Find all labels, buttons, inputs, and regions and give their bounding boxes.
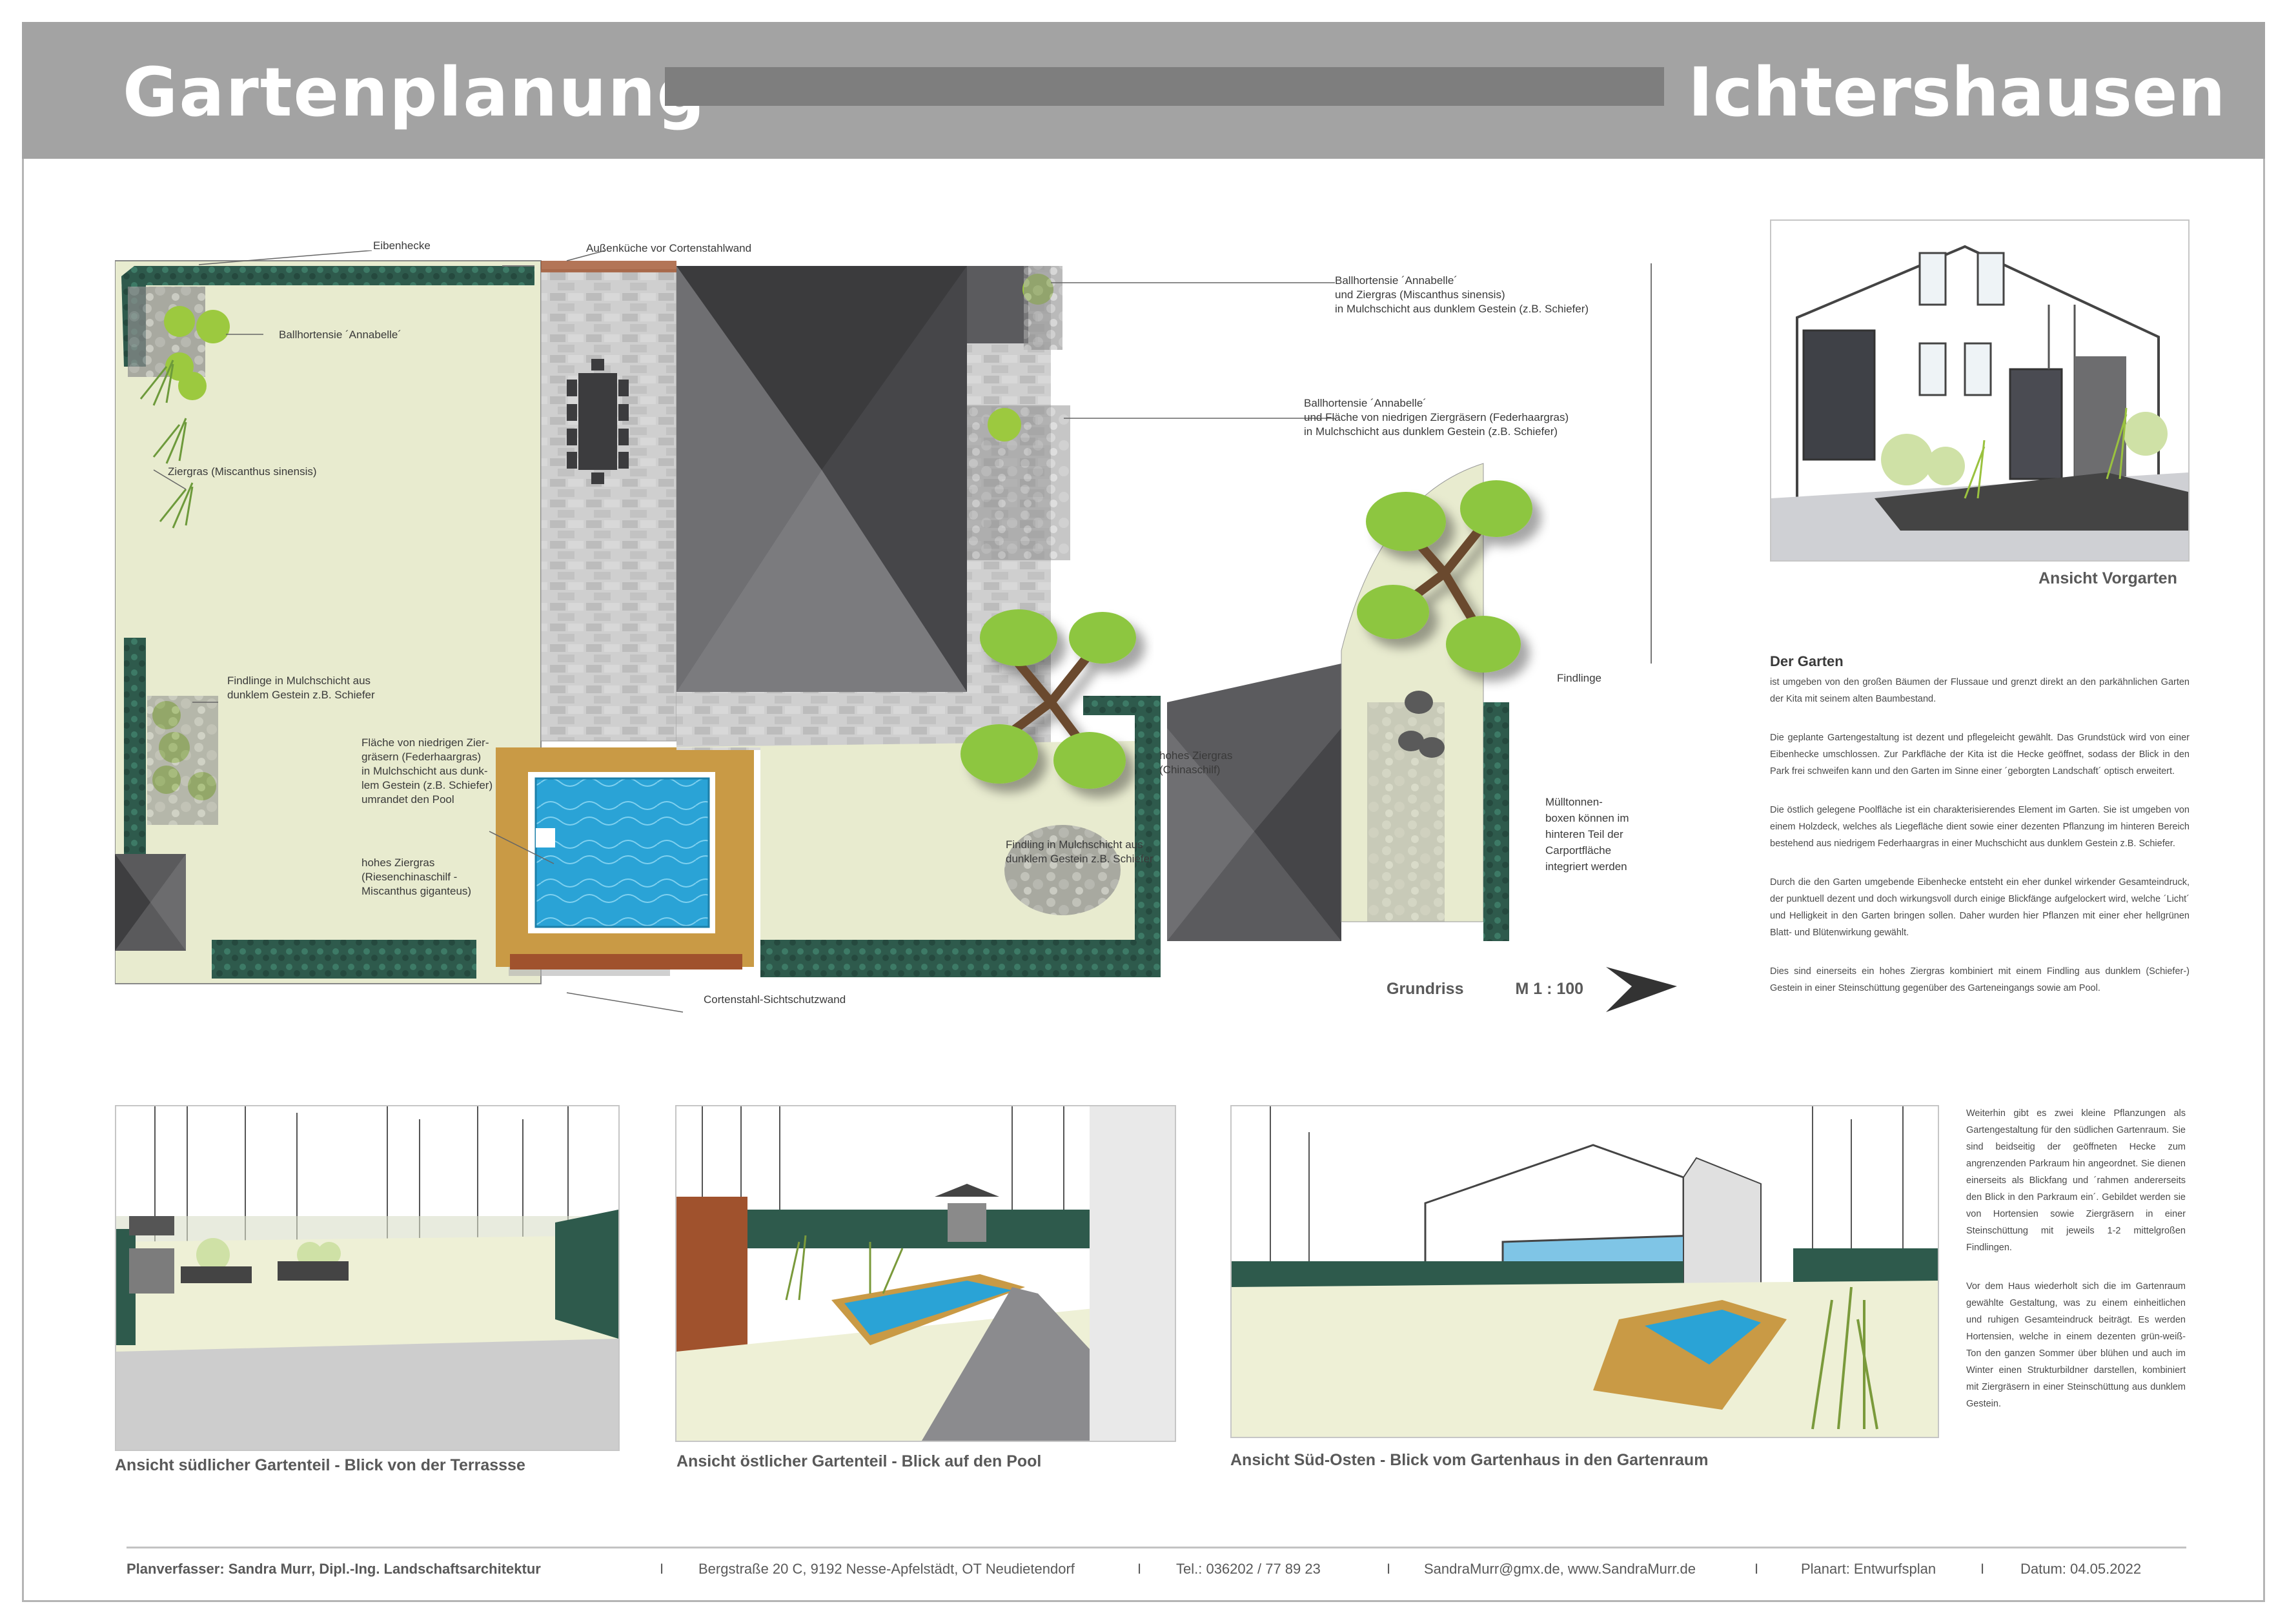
- para-7: Vor dem Haus wiederholt sich die im Gart…: [1966, 1281, 2186, 1409]
- label-flaeche-1: Fläche von niedrigen Zier-gräsern (Feder…: [361, 736, 493, 806]
- footer-sep: I: [1980, 1561, 1985, 1577]
- para-5: Dies sind einerseits ein hohes Ziergras …: [1770, 966, 2190, 993]
- sketch-vorgarten: [1770, 219, 2190, 562]
- sketch-sued: [115, 1105, 620, 1451]
- para-4: Durch die den Garten umgebende Eibenheck…: [1770, 877, 2190, 938]
- text-heading: Der Garten: [1770, 653, 1844, 669]
- label-hohes-ziergras-2: hohes Ziergras(Chinaschilf): [1159, 749, 1233, 776]
- caption-suedost: Ansicht Süd-Osten - Blick vom Gartenhaus…: [1230, 1451, 1709, 1469]
- text-column-2: Weiterhin gibt es zwei kleine Pflanzunge…: [1966, 1105, 2186, 1434]
- caption-vorgarten: Ansicht Vorgarten: [2038, 569, 2177, 587]
- label-eibenhecke: Eibenhecke: [373, 239, 431, 252]
- gartenhaus-roof: [115, 854, 186, 951]
- title-left: Gartenplanung: [123, 53, 706, 132]
- label-cortenstahl: Cortenstahl-Sichtschutzwand: [704, 993, 846, 1006]
- footer-web: SandraMurr@gmx.de, www.SandraMurr.de: [1424, 1561, 1696, 1577]
- caption-sued: Ansicht südlicher Gartenteil - Blick von…: [115, 1456, 525, 1474]
- sketch-suedost: [1230, 1105, 1939, 1438]
- label-ziergras-1: Ziergras (Miscanthus sinensis): [168, 465, 317, 478]
- para-3: Die östlich gelegene Poolfläche ist ein …: [1770, 805, 2190, 849]
- site-plan: [115, 250, 1677, 1013]
- footer-sep: I: [1137, 1561, 1142, 1577]
- text-column-1: ist umgeben von den großen Bäumen der Fl…: [1770, 674, 2190, 1019]
- house-roof: [676, 266, 967, 692]
- footer-plan-type: Planart: Entwurfsplan: [1801, 1561, 1936, 1577]
- footer-divider: [127, 1547, 2186, 1548]
- footer-sep: I: [1754, 1561, 1759, 1577]
- footer-address: Bergstraße 20 C, 9192 Nesse-Apfelstädt, …: [698, 1561, 1075, 1577]
- tree-symbol-2: [1357, 480, 1532, 673]
- label-ballhortensie-r1: Ballhortensie ´Annabelle´und Ziergras (M…: [1335, 274, 1589, 315]
- tree-symbol-1: [961, 609, 1136, 789]
- para-6: Weiterhin gibt es zwei kleine Pflanzunge…: [1966, 1108, 2186, 1253]
- footer-date: Datum: 04.05.2022: [2020, 1561, 2142, 1577]
- para-2: Die geplante Gartengestaltung ist dezent…: [1770, 733, 2190, 776]
- label-aussenkueche: Außenküche vor Cortenstahlwand: [586, 242, 752, 254]
- label-hohes-ziergras-1: hohes Ziergras(Riesenchinaschilf -Miscan…: [361, 857, 472, 897]
- label-ballhortensie-1: Ballhortensie ´Annabelle´: [279, 329, 401, 341]
- redaction-bar: [665, 67, 1664, 106]
- title-right: Ichtershausen: [1688, 53, 2226, 132]
- carport-roof: [1167, 664, 1341, 941]
- para-1: ist umgeben von den großen Bäumen der Fl…: [1770, 677, 2190, 704]
- footer-author: Planverfasser: Sandra Murr, Dipl.-Ing. L…: [127, 1561, 541, 1577]
- label-findlinge-3: Findlinge: [1557, 672, 1601, 684]
- footer-phone: Tel.: 036202 / 77 89 23: [1176, 1561, 1321, 1577]
- label-ballhortensie-r2: Ballhortensie ´Annabelle´und Fläche von …: [1304, 397, 1569, 438]
- footer-sep: I: [1387, 1561, 1391, 1577]
- footer-sep: I: [660, 1561, 664, 1577]
- sketch-ost: [675, 1105, 1176, 1442]
- caption-ost: Ansicht östlicher Gartenteil - Blick auf…: [676, 1452, 1042, 1470]
